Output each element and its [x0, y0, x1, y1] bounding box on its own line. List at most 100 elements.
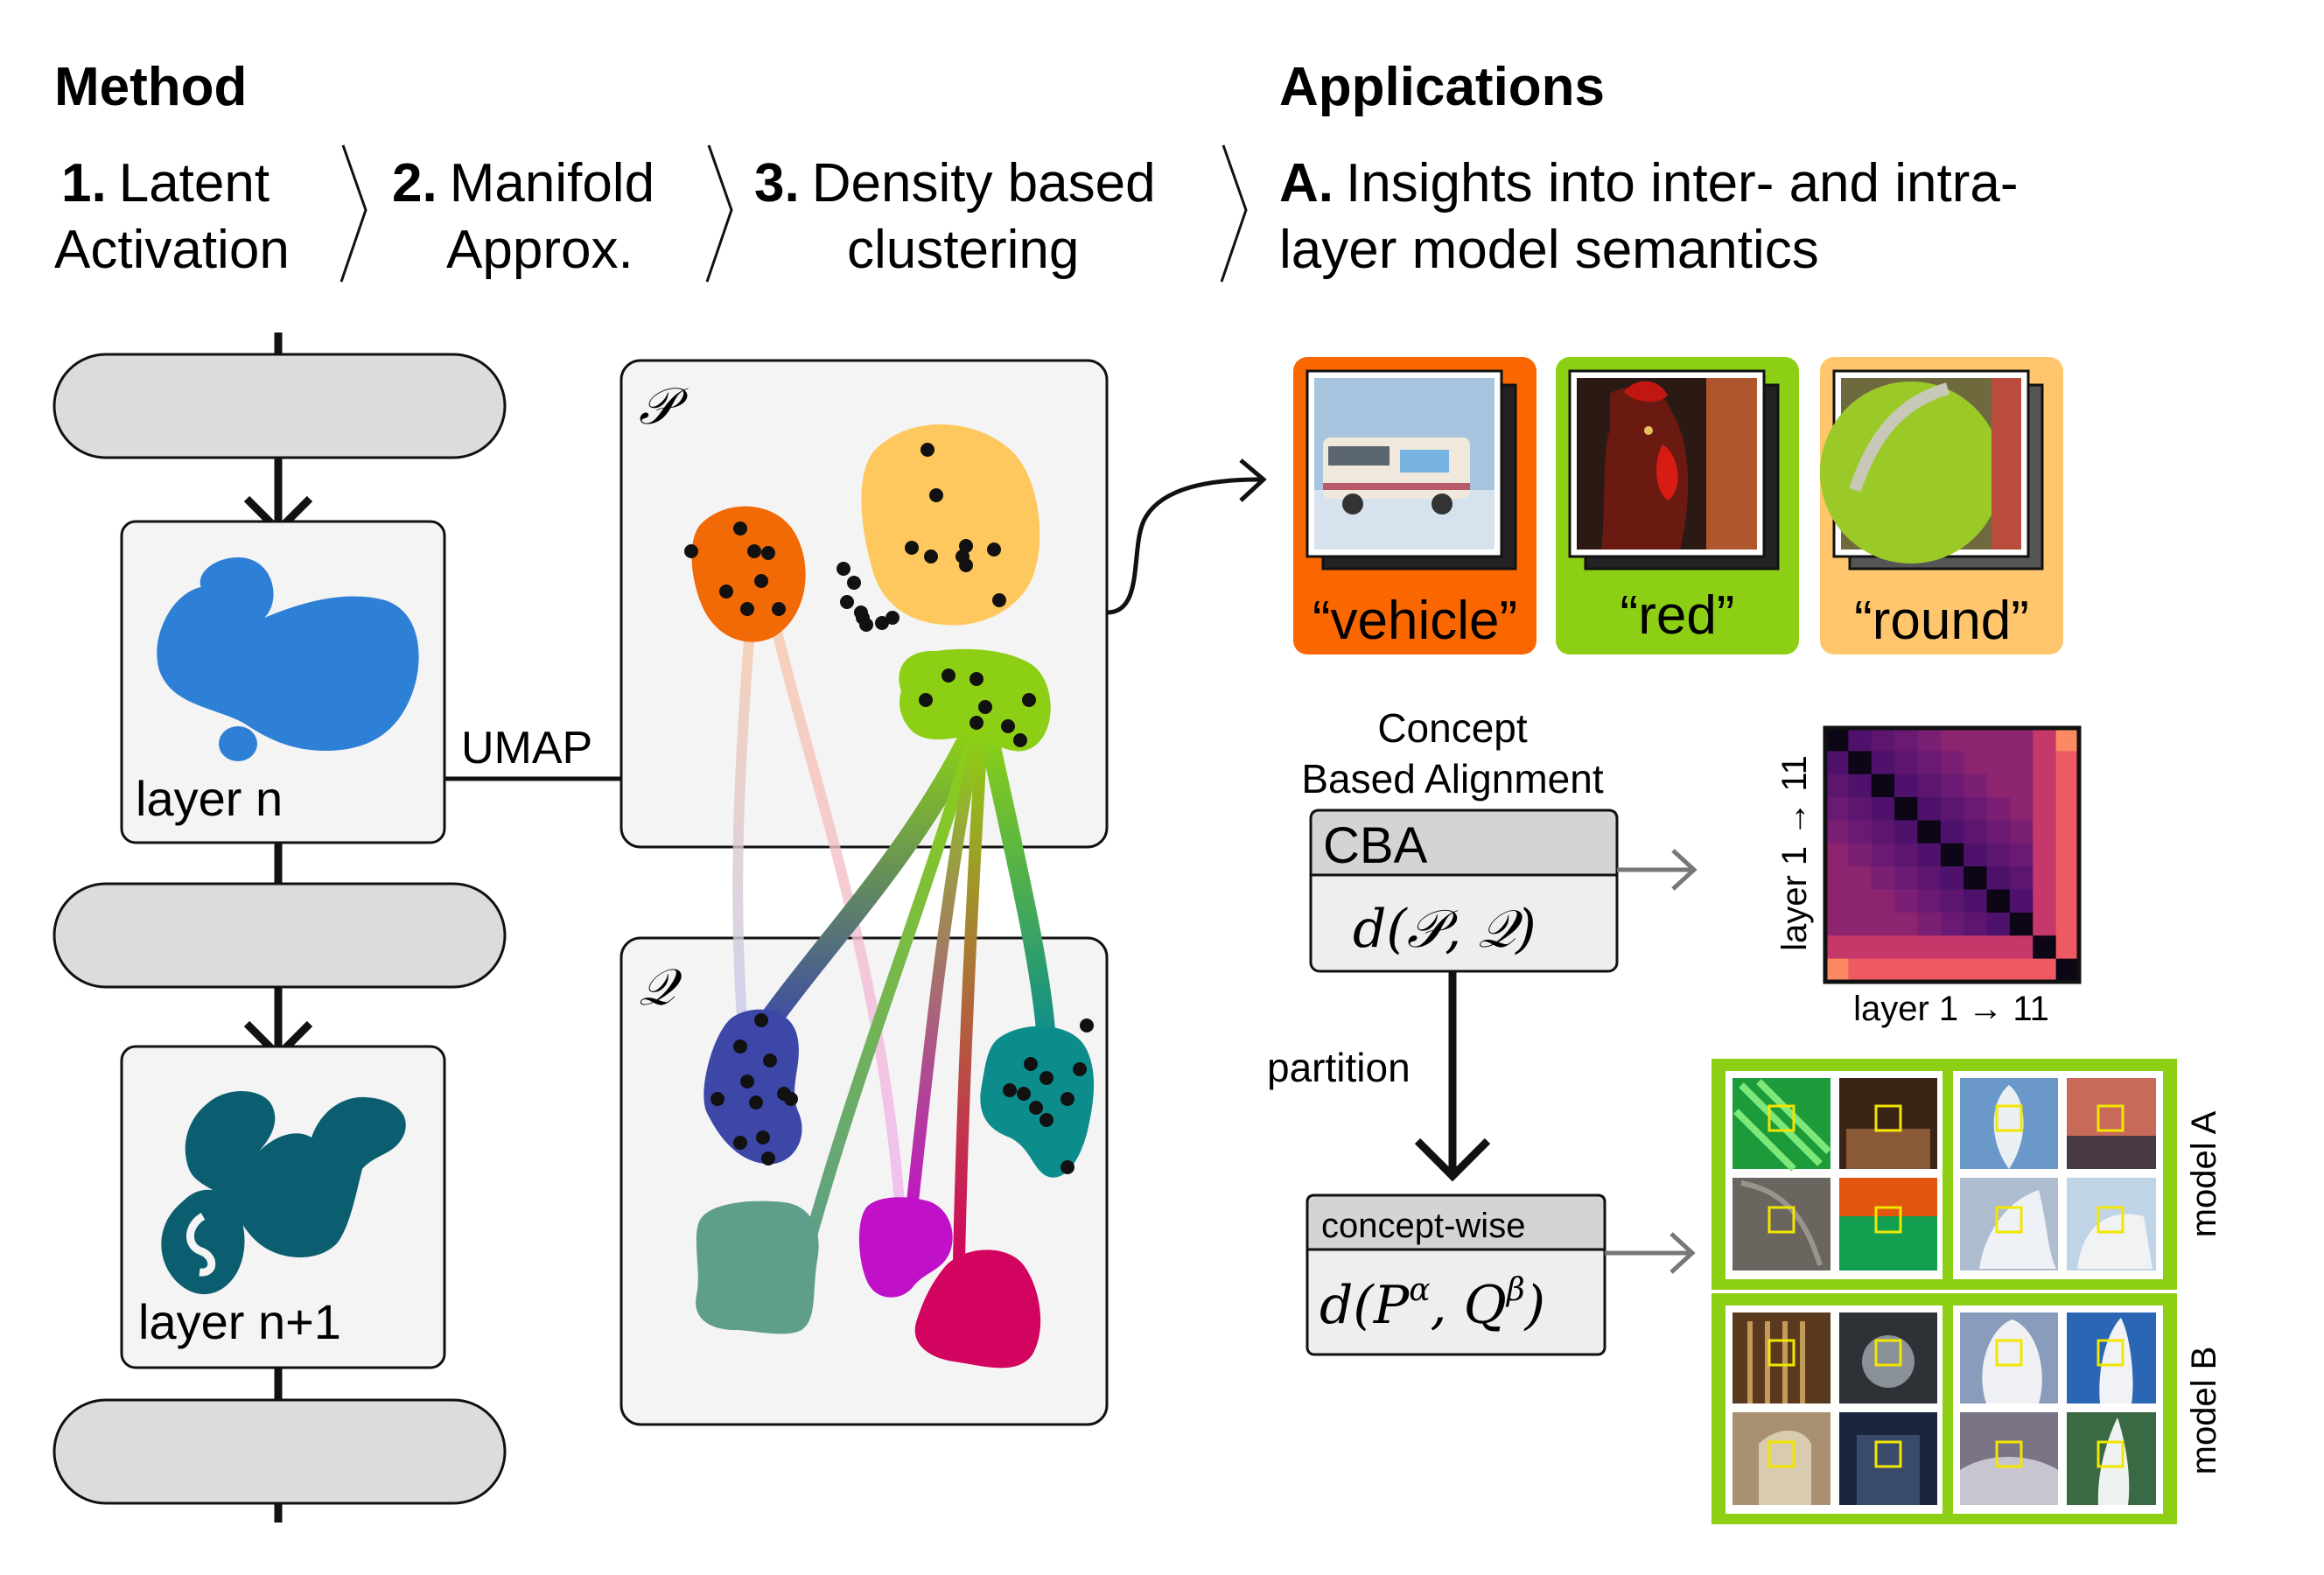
- heatmap-cell: [1964, 912, 1988, 936]
- model-a-patch-markers: [1768, 1104, 2124, 1234]
- layer-n1-label: layer n+1: [138, 1294, 341, 1349]
- heatmap-cell: [1917, 843, 1942, 867]
- heatmap-cell: [1940, 958, 1964, 983]
- heatmap-cell: [1848, 797, 1872, 821]
- heatmap-cell: [2033, 889, 2057, 914]
- heatmap-cell: [1894, 843, 1918, 867]
- heatmap-cell: [1894, 751, 1918, 775]
- model-a-tiles: [1732, 1078, 2156, 1270]
- layer-n1-activation-blob: [161, 1090, 406, 1295]
- layer-n-activation-blob: [157, 556, 419, 761]
- cba-formula: d(𝒫, 𝒬): [1353, 899, 1536, 960]
- step-3-number: 3.: [754, 153, 800, 214]
- heatmap-cell: [1986, 843, 2011, 867]
- cluster-yellow: [861, 424, 1040, 626]
- heatmap-cell: [1940, 820, 1964, 844]
- heatmap-cell: [1871, 751, 1895, 775]
- cba-to-heatmap-arrow-head: [1671, 849, 1698, 891]
- heatmap-cell: [2033, 843, 2057, 867]
- heatmap-cell: [1964, 751, 1988, 775]
- heatmap-cell: [1848, 912, 1872, 936]
- heatmap-cell: [1964, 797, 1988, 821]
- p-to-concepts-arrow-head: [1239, 458, 1267, 502]
- heatmap-frame: [1823, 725, 2082, 984]
- step-2-number: 2.: [392, 153, 438, 214]
- heatmap-cell: [1825, 889, 1849, 914]
- heatmap-cell: [1894, 912, 1918, 936]
- conceptwise-title: concept-wise: [1321, 1207, 1525, 1245]
- stream-green-to-navy: [750, 724, 983, 1044]
- heatmap-cell: [2009, 843, 2034, 867]
- heatmap-cell: [1825, 728, 1849, 752]
- app-a-text: Insights into inter- and intra-: [1346, 153, 2019, 214]
- heatmap-cell: [1986, 751, 2011, 775]
- heatmap-cell: [1848, 728, 1872, 752]
- heatmap-cell: [1917, 728, 1942, 752]
- cba-header: [1309, 808, 1619, 877]
- heatmap-cell: [1894, 820, 1918, 844]
- layer-n1-blob-detail: [186, 1213, 216, 1277]
- cluster-crimson: [914, 1250, 1041, 1368]
- conceptwise-formula: d(Pα, Qβ): [1320, 1272, 1545, 1336]
- heatmap-cell: [1871, 866, 1895, 891]
- heatmap-cell: [1848, 751, 1872, 775]
- heatmap-cell: [1986, 820, 2011, 844]
- heatmap-cell: [1940, 774, 1964, 798]
- heatmap-cell: [2009, 751, 2034, 775]
- heatmap-cell: [1894, 728, 1918, 752]
- heatmap-cell: [2033, 820, 2057, 844]
- heatmap-y-label: layer 1 → 11: [1775, 755, 1814, 951]
- heatmap-cell: [1940, 866, 1964, 891]
- heatmap-cell: [1825, 958, 1849, 983]
- concept-label-vehicle: “vehicle”: [1312, 591, 1517, 651]
- stream-green-to-crimson: [953, 729, 988, 1266]
- conceptwise-arrow-head: [1670, 1232, 1696, 1274]
- heatmap-cell: [1986, 958, 2011, 983]
- step-1-number: 1.: [61, 153, 107, 214]
- heatmap-x-label: layer 1 → 11: [1853, 990, 2049, 1028]
- heatmap-cell: [1894, 958, 1918, 983]
- cluster-navy: [704, 1009, 802, 1165]
- heatmap-cell: [1964, 958, 1988, 983]
- stream-orange-to-navy: [732, 612, 756, 1046]
- heatmap-cell: [1871, 843, 1895, 867]
- heatmap-cell: [1940, 751, 1964, 775]
- layer-n-label: layer n: [136, 771, 283, 826]
- conceptwise-beta: β: [1505, 1272, 1525, 1308]
- network-block-top: [52, 353, 507, 459]
- heatmap-cell: [2055, 843, 2080, 867]
- heatmap-cell: [1848, 820, 1872, 844]
- step-2-line1: 2.Manifold: [392, 153, 654, 214]
- step-3-line1: 3.Density based: [754, 153, 1156, 214]
- concept-label-round: “round”: [1854, 591, 2029, 651]
- heatmap-cell: [1871, 797, 1895, 821]
- heatmap-cell: [1917, 912, 1942, 936]
- heatmap-cell: [2033, 935, 2057, 960]
- heatmap-cell: [1940, 797, 1964, 821]
- heatmap-cell: [1986, 889, 2011, 914]
- heatmap-cell: [1871, 728, 1895, 752]
- model-a-grid: [1712, 1059, 2177, 1290]
- rooster-image: [1577, 378, 1757, 550]
- heatmap-cell: [1940, 728, 1964, 752]
- cluster-points: [684, 443, 1094, 1174]
- heatmap-cell: [1986, 935, 2011, 960]
- heatmap-cell: [2009, 728, 2034, 752]
- heatmap-cell: [1964, 843, 1988, 867]
- heatmap-cell: [1871, 774, 1895, 798]
- heatmap-cell: [2033, 751, 2057, 775]
- heatmap-cell: [1871, 820, 1895, 844]
- heatmap-cell: [1917, 751, 1942, 775]
- heatmap-cell: [1964, 774, 1988, 798]
- heatmap-cell: [2009, 797, 2034, 821]
- model-b-patch-markers: [1768, 1339, 2124, 1468]
- heatmap-cell: [1940, 889, 1964, 914]
- heatmap-cell: [2009, 774, 2034, 798]
- concept-card-vehicle: “vehicle”: [1293, 357, 1536, 654]
- step-separator-1: [340, 144, 368, 283]
- heatmap-cell: [1986, 728, 2011, 752]
- step-2-text: Manifold: [450, 153, 654, 214]
- cba-caption-line1: Concept: [1377, 705, 1528, 751]
- applications-title: Applications: [1279, 57, 1605, 117]
